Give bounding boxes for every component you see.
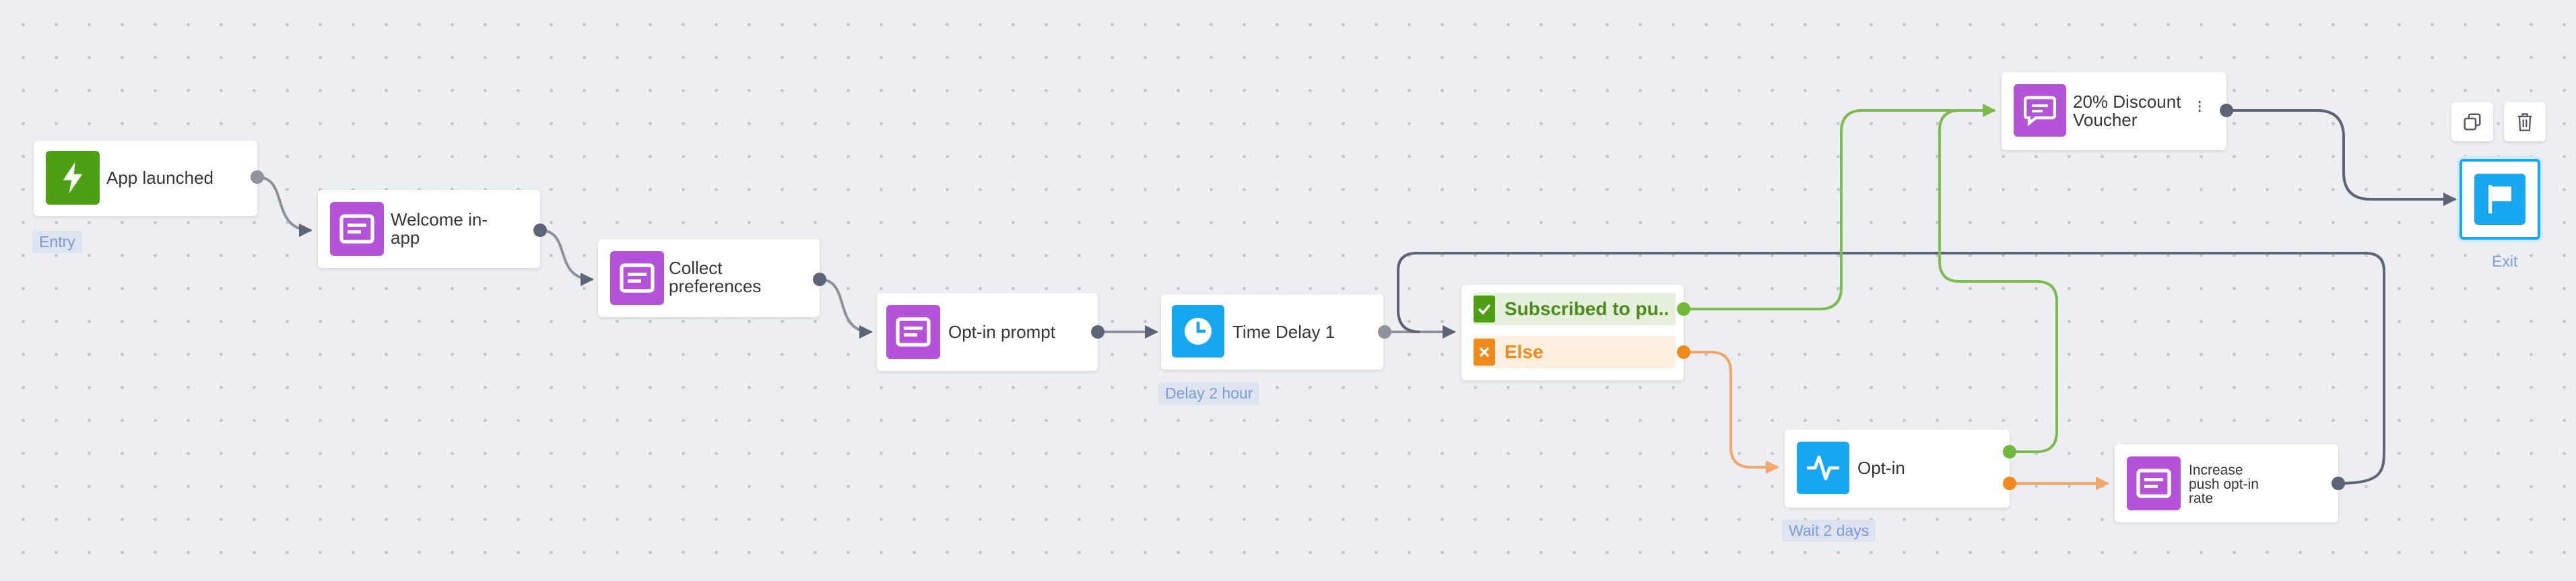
- wire-loop-back: [1397, 252, 2385, 485]
- message-node-optin-prompt[interactable]: Opt-in prompt: [877, 293, 1098, 371]
- condition-node-subscribed[interactable]: Subscribed to pu... Else: [1461, 285, 1684, 380]
- delete-button[interactable]: [2504, 102, 2546, 141]
- output-port[interactable]: [1378, 325, 1391, 339]
- output-port[interactable]: [1091, 325, 1104, 339]
- chat-bubble-icon: [2014, 84, 2066, 137]
- delay-badge: Delay 2 hour: [1158, 382, 1260, 405]
- copy-icon: [2464, 113, 2481, 131]
- check-icon: [1474, 296, 1495, 322]
- wait-node-optin[interactable]: Opt-in: [1785, 430, 2010, 508]
- branch-yes[interactable]: Subscribed to pu...: [1474, 293, 1676, 325]
- wire-entry-to-welcome: [257, 176, 312, 237]
- output-port-yes[interactable]: [1677, 302, 1690, 316]
- output-port[interactable]: [813, 273, 826, 286]
- node-label: Increase push opt-in rate: [2189, 463, 2259, 506]
- pulse-icon: [1797, 442, 1849, 494]
- lightning-icon: [46, 151, 100, 205]
- wire-collect-to-optin: [819, 278, 873, 339]
- message-node-collect-preferences[interactable]: Collect preferences: [598, 239, 820, 317]
- message-card-icon: [886, 305, 940, 359]
- clock-icon: [1172, 305, 1224, 357]
- message-node-increase-optin[interactable]: Increase push opt-in rate: [2115, 444, 2338, 522]
- wire-welcome-to-collect: [539, 229, 594, 286]
- output-port-green[interactable]: [2003, 445, 2016, 458]
- output-port[interactable]: [2332, 477, 2345, 490]
- duplicate-button[interactable]: [2451, 102, 2493, 141]
- node-label: Collect preferences: [669, 258, 762, 296]
- more-options-icon[interactable]: ⁝: [2197, 96, 2203, 116]
- wait-badge: Wait 2 days: [1782, 520, 1876, 542]
- exit-label: Exit: [2492, 252, 2518, 270]
- node-label: Opt-in: [1857, 458, 1905, 478]
- node-label: Welcome in-app: [391, 209, 488, 248]
- node-label: 20% Discount Voucher: [2073, 92, 2181, 130]
- wire-yes-to-discount: [1684, 104, 1996, 310]
- flag-icon: [2474, 174, 2525, 225]
- exit-node[interactable]: [2459, 159, 2540, 240]
- branch-else[interactable]: Else: [1474, 336, 1676, 368]
- message-node-discount-voucher[interactable]: 20% Discount Voucher ⁝: [2002, 72, 2226, 150]
- branch-yes-label: Subscribed to pu...: [1505, 298, 1670, 319]
- node-label: Opt-in prompt: [948, 322, 1055, 342]
- entry-badge: Entry: [32, 231, 82, 253]
- message-node-welcome[interactable]: Welcome in-app: [318, 190, 540, 268]
- output-port[interactable]: [2220, 104, 2233, 117]
- wire-discount-to-exit: [2226, 109, 2457, 206]
- message-card-icon: [610, 251, 664, 305]
- message-card-icon: [2127, 456, 2181, 510]
- wire-else-to-optin: [1684, 351, 1779, 474]
- output-port-orange[interactable]: [2003, 477, 2016, 490]
- cross-icon: [1474, 339, 1495, 366]
- output-port[interactable]: [251, 170, 264, 184]
- branch-else-label: Else: [1505, 341, 1544, 362]
- message-card-icon: [330, 202, 384, 256]
- node-label: Time Delay 1: [1232, 322, 1335, 342]
- output-port-else[interactable]: [1677, 345, 1690, 359]
- wire-optin-green-to-discount: [1938, 109, 2058, 453]
- trash-icon: [2517, 113, 2532, 131]
- entry-node-app-launched[interactable]: App launched: [34, 141, 257, 216]
- output-port[interactable]: [533, 224, 547, 237]
- node-label: App launched: [106, 168, 214, 188]
- delay-node-time-delay[interactable]: Time Delay 1: [1161, 294, 1383, 370]
